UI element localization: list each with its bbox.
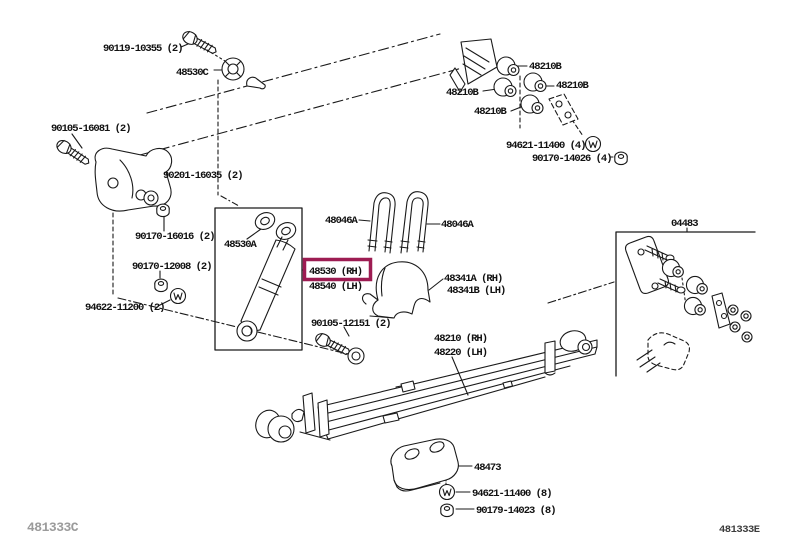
part-label-48220-LH[interactable]: 48220 (LH): [434, 347, 488, 359]
frame-clip: [247, 77, 266, 89]
frame-rail-lines: [140, 34, 462, 155]
part-label-48210B-3[interactable]: 48210B: [529, 61, 564, 73]
u-bolt-left: [368, 193, 395, 253]
part-label-48341A-RH[interactable]: 48341A (RH): [444, 273, 503, 285]
part-label-48210B-2[interactable]: 48210B: [474, 106, 509, 118]
part-label-04483[interactable]: 04483: [671, 218, 699, 230]
shock-absorber-assembly: [215, 208, 302, 350]
part-label-48210B-4[interactable]: 48210B: [556, 80, 591, 92]
pin-bolt: [313, 330, 364, 364]
spring-seat-plate: [391, 439, 458, 491]
leaf-spring: [252, 328, 597, 442]
part-label-48046A-1[interactable]: 48046A: [325, 215, 360, 227]
part-label-90105-16081[interactable]: 90105-16081 (2): [51, 123, 132, 135]
spring-rear-eye: [545, 328, 592, 375]
front-hanger-bracket: [95, 148, 172, 211]
washer-icon: [143, 190, 159, 206]
part-label-90105-12151[interactable]: 90105-12151 (2): [311, 318, 392, 330]
part-label-48530-RH[interactable]: 48530 (RH): [309, 266, 363, 278]
bolt-icon: [180, 28, 220, 58]
w-icon: [584, 135, 602, 153]
part-label-90179-14023-8[interactable]: 90179-14023 (8): [476, 505, 557, 517]
part-label-90201-16035[interactable]: 90201-16035 (2): [163, 170, 244, 182]
w-icon: [438, 483, 456, 501]
bolt-icon: [53, 137, 93, 169]
part-label-94621-11400-4[interactable]: 94621-11400 (4): [506, 140, 587, 152]
part-label-48210B-1[interactable]: 48210B: [446, 87, 481, 99]
part-label-90119-10355[interactable]: 90119-10355 (2): [103, 43, 184, 55]
labels-layer: 90119-10355 (2) 48530C 90105-16081 (2) 9020…: [51, 43, 699, 517]
shackle-kit-box: [616, 232, 755, 376]
part-label-48530C[interactable]: 48530C: [176, 67, 211, 79]
part-label-94622-11200[interactable]: 94622-11200 (2): [85, 302, 166, 314]
part-label-94621-11400-8[interactable]: 94621-11400 (8): [472, 488, 553, 500]
bump-stop-bracket: [363, 262, 430, 318]
nut-icon: [154, 278, 168, 293]
nut-icon: [156, 203, 170, 218]
part-label-48530A[interactable]: 48530A: [224, 239, 259, 251]
part-label-48210-RH[interactable]: 48210 (RH): [434, 333, 488, 345]
highlight-box: [305, 260, 371, 280]
part-label-90170-16016[interactable]: 90170-16016 (2): [135, 231, 216, 243]
nut-icon: [614, 151, 628, 166]
part-label-90170-12008[interactable]: 90170-12008 (2): [132, 261, 213, 273]
part-label-48046A-2[interactable]: 48046A: [441, 219, 476, 231]
part-label-48540-LH[interactable]: 48540 (LH): [309, 281, 363, 293]
spring-front-eye: [252, 393, 330, 442]
part-label-90170-14026-4[interactable]: 90170-14026 (4): [532, 153, 613, 165]
nut-icon: [440, 503, 454, 518]
part-label-48341B-LH[interactable]: 48341B (LH): [447, 285, 506, 297]
part-label-48473[interactable]: 48473: [474, 462, 502, 474]
w-icon: [169, 287, 187, 305]
rear-hanger-cluster: [450, 39, 578, 125]
grommet-icon: [222, 58, 244, 80]
diagram-code-left: 481333C: [27, 520, 79, 535]
diagram-code-right: 481333E: [719, 524, 760, 536]
u-bolt-right: [400, 192, 428, 253]
